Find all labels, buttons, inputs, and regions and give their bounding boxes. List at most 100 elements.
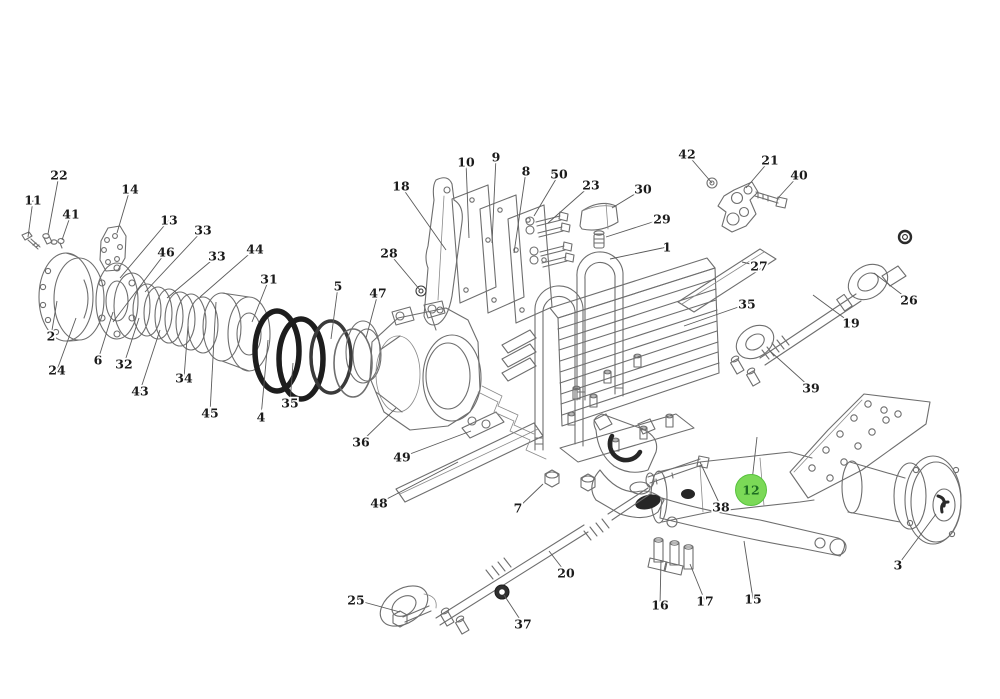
callout-number-17[interactable]: 17 xyxy=(695,592,716,611)
callout-40[interactable]: 40 xyxy=(777,166,810,199)
callout-3[interactable]: 3 xyxy=(892,513,937,575)
callout-number-22[interactable]: 22 xyxy=(49,166,70,185)
callout-number-20[interactable]: 20 xyxy=(556,564,577,583)
callout-32[interactable]: 32 xyxy=(114,317,140,374)
callout-33[interactable]: 33 xyxy=(166,247,228,299)
callout-number-35[interactable]: 35 xyxy=(737,295,758,314)
callout-number-24[interactable]: 24 xyxy=(47,361,68,380)
callout-number-33[interactable]: 33 xyxy=(207,247,228,266)
callout-number-15[interactable]: 15 xyxy=(743,590,764,609)
callout-number-26[interactable]: 26 xyxy=(899,291,920,310)
callout-33[interactable]: 33 xyxy=(144,221,214,293)
callout-37[interactable]: 37 xyxy=(503,594,534,634)
callout-number-4[interactable]: 4 xyxy=(255,408,268,427)
callout-25[interactable]: 25 xyxy=(346,591,401,613)
callout-number-34[interactable]: 34 xyxy=(174,369,195,388)
callout-38[interactable]: 38 xyxy=(699,461,732,517)
callout-number-30[interactable]: 30 xyxy=(633,180,654,199)
callout-number-37[interactable]: 37 xyxy=(513,615,534,634)
callout-17[interactable]: 17 xyxy=(689,563,716,611)
callout-number-38[interactable]: 38 xyxy=(711,498,732,517)
callout-number-42[interactable]: 42 xyxy=(677,145,698,164)
callout-number-31[interactable]: 31 xyxy=(259,270,280,289)
callout-number-41[interactable]: 41 xyxy=(61,205,82,224)
callout-18[interactable]: 18 xyxy=(391,177,447,251)
callout-number-46[interactable]: 46 xyxy=(156,243,177,262)
callout-number-19[interactable]: 19 xyxy=(841,314,862,333)
callout-number-49[interactable]: 49 xyxy=(392,448,413,467)
callout-46[interactable]: 46 xyxy=(112,243,177,323)
callout-number-28[interactable]: 28 xyxy=(379,244,400,263)
callout-16[interactable]: 16 xyxy=(650,559,671,615)
callout-number-39[interactable]: 39 xyxy=(801,379,822,398)
callout-44[interactable]: 44 xyxy=(199,240,266,298)
callout-50[interactable]: 50 xyxy=(533,165,570,217)
callout-42[interactable]: 42 xyxy=(677,145,713,184)
callout-48[interactable]: 48 xyxy=(369,461,459,513)
callout-number-8[interactable]: 8 xyxy=(520,162,533,181)
callout-number-3[interactable]: 3 xyxy=(892,556,904,575)
callout-19[interactable]: 19 xyxy=(812,294,862,333)
callout-number-48[interactable]: 48 xyxy=(369,494,390,513)
callout-20[interactable]: 20 xyxy=(548,550,577,583)
callout-1[interactable]: 1 xyxy=(609,238,673,260)
callout-number-27[interactable]: 27 xyxy=(749,257,770,276)
callout-49[interactable]: 49 xyxy=(392,430,472,467)
callout-24[interactable]: 24 xyxy=(47,317,77,380)
callout-5[interactable]: 5 xyxy=(330,277,344,340)
callout-29[interactable]: 29 xyxy=(605,210,673,238)
callout-number-45[interactable]: 45 xyxy=(200,404,221,423)
callout-number-50[interactable]: 50 xyxy=(549,165,570,184)
callout-number-35[interactable]: 35 xyxy=(280,394,301,413)
callout-number-44[interactable]: 44 xyxy=(245,240,266,259)
callout-number-25[interactable]: 25 xyxy=(346,591,367,610)
callout-2[interactable]: 2 xyxy=(45,300,58,346)
callout-8[interactable]: 8 xyxy=(513,162,533,254)
callout-35[interactable]: 35 xyxy=(280,362,301,413)
callout-number-7[interactable]: 7 xyxy=(512,499,524,518)
callout-21[interactable]: 21 xyxy=(745,151,781,189)
callout-47[interactable]: 47 xyxy=(365,284,389,339)
callout-number-13[interactable]: 13 xyxy=(159,211,180,230)
callout-number-21[interactable]: 21 xyxy=(760,151,781,170)
callout-number-29[interactable]: 29 xyxy=(652,210,673,229)
callout-number-12[interactable]: 12 xyxy=(742,483,759,498)
callout-13[interactable]: 13 xyxy=(119,211,180,279)
callout-number-10[interactable]: 10 xyxy=(456,153,477,172)
callout-10[interactable]: 10 xyxy=(456,153,477,239)
callout-6[interactable]: 6 xyxy=(92,311,114,370)
callout-number-47[interactable]: 47 xyxy=(368,284,389,303)
callout-36[interactable]: 36 xyxy=(351,407,397,452)
callout-28[interactable]: 28 xyxy=(379,244,421,291)
callout-number-14[interactable]: 14 xyxy=(120,180,141,199)
callout-number-9[interactable]: 9 xyxy=(490,148,502,167)
callout-41[interactable]: 41 xyxy=(61,205,82,241)
callout-number-1[interactable]: 1 xyxy=(661,238,673,257)
callout-45[interactable]: 45 xyxy=(200,301,221,423)
callout-number-36[interactable]: 36 xyxy=(351,433,372,452)
callout-31[interactable]: 31 xyxy=(251,270,280,323)
callout-43[interactable]: 43 xyxy=(130,329,161,401)
callout-number-33[interactable]: 33 xyxy=(193,221,214,240)
callout-15[interactable]: 15 xyxy=(743,540,764,609)
callout-26[interactable]: 26 xyxy=(873,272,920,310)
callout-23[interactable]: 23 xyxy=(547,176,601,224)
callout-number-16[interactable]: 16 xyxy=(650,596,671,615)
callout-9[interactable]: 9 xyxy=(490,148,502,244)
callout-number-43[interactable]: 43 xyxy=(130,382,151,401)
callout-number-32[interactable]: 32 xyxy=(114,355,135,374)
callout-number-6[interactable]: 6 xyxy=(92,351,105,370)
callout-27[interactable]: 27 xyxy=(741,257,770,276)
callout-30[interactable]: 30 xyxy=(611,180,654,209)
callout-number-5[interactable]: 5 xyxy=(332,277,344,296)
callout-number-18[interactable]: 18 xyxy=(391,177,412,196)
callout-number-40[interactable]: 40 xyxy=(789,166,810,185)
callout-35[interactable]: 35 xyxy=(683,295,758,327)
highlight-circle-12[interactable] xyxy=(735,474,767,506)
callout-4[interactable]: 4 xyxy=(255,339,269,427)
callout-22[interactable]: 22 xyxy=(47,166,70,235)
callout-11[interactable]: 11 xyxy=(23,191,44,238)
callout-number-11[interactable]: 11 xyxy=(23,191,44,210)
callout-number-2[interactable]: 2 xyxy=(45,327,57,346)
callout-12[interactable]: 12 xyxy=(735,436,767,506)
